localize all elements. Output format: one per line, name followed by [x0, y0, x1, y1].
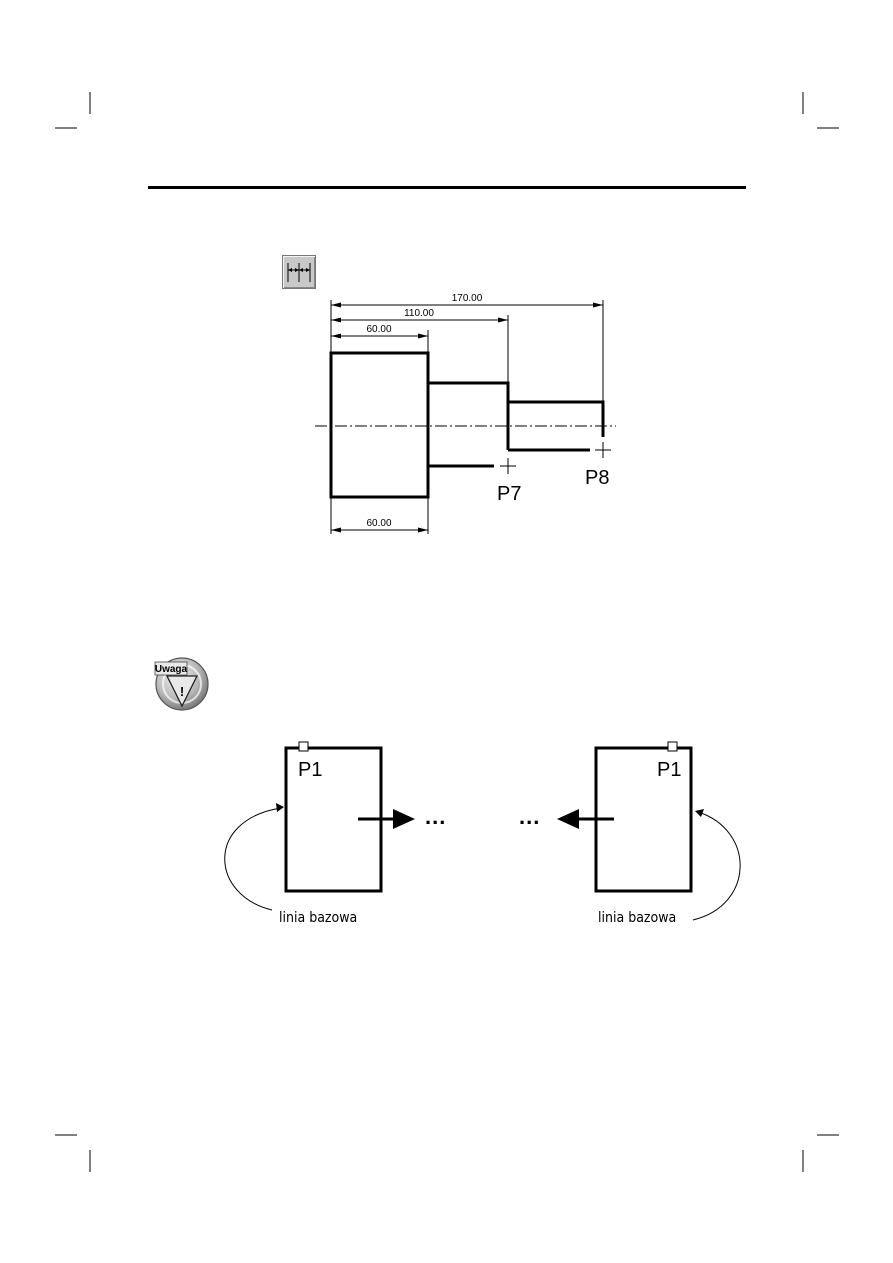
- left-point-label-p1: P1: [298, 759, 322, 781]
- right-point-label-p1: P1: [657, 759, 681, 781]
- right-baseline-leader: [692, 809, 741, 921]
- point-label-p8: P8: [585, 467, 609, 489]
- right-ellipsis: ...: [519, 804, 540, 829]
- dimension-text-60-bottom: 60.00: [366, 518, 391, 529]
- right-direction-arrow: [557, 809, 614, 829]
- point-markers: [500, 442, 611, 474]
- dimension-text-170: 170.00: [452, 293, 483, 304]
- dimension-text-110: 110.00: [404, 308, 434, 319]
- aligned-dimension-glyph: [287, 263, 311, 282]
- left-ellipsis: ...: [425, 804, 446, 829]
- point-label-p7: P7: [497, 483, 521, 505]
- note-badge-label: Uwaga: [155, 664, 188, 675]
- left-baseline-label: linia bazowa: [279, 910, 357, 926]
- dimension-arrowheads: [331, 302, 603, 533]
- note-badge-mark: !: [180, 684, 184, 699]
- aligned-dimension-icon[interactable]: [282, 255, 316, 289]
- left-baseline-leader: [224, 803, 284, 911]
- left-direction-arrow: [358, 809, 415, 829]
- header-rule: [148, 186, 746, 189]
- right-baseline-label: linia bazowa: [598, 910, 676, 926]
- extension-lines: [330, 300, 604, 534]
- dimension-text-60-top: 60.00: [366, 324, 391, 335]
